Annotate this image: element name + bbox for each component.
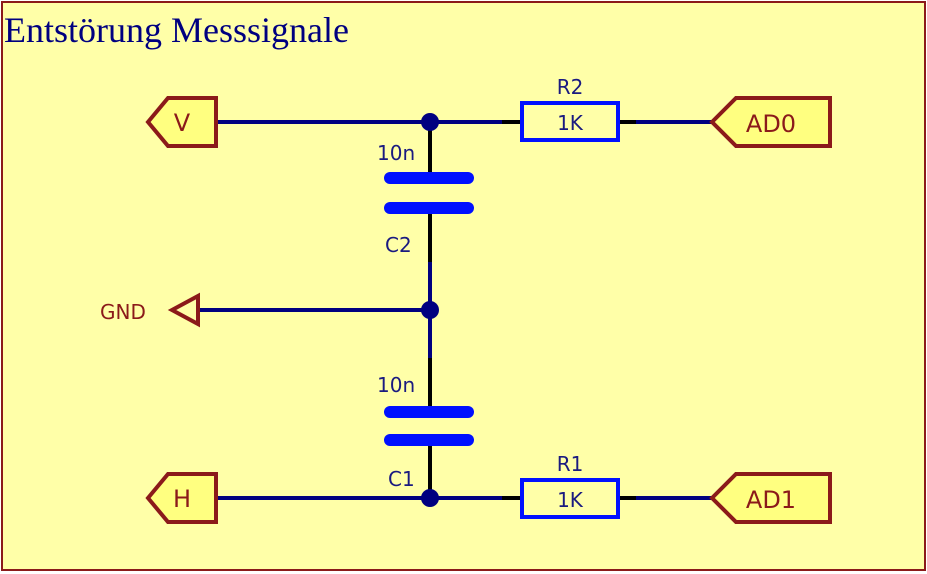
c1-designator: C1: [388, 467, 415, 491]
r1-body: [520, 478, 620, 519]
port-v[interactable]: V: [145, 96, 218, 148]
r2-body: [520, 101, 620, 142]
gnd-port[interactable]: GND: [100, 292, 200, 328]
c2-designator: C2: [385, 233, 412, 257]
junction-middle: [421, 301, 439, 319]
resistor-r2[interactable]: 1K R2: [520, 75, 620, 142]
junction-top: [421, 113, 439, 131]
port-v-label: V: [174, 109, 191, 137]
port-h-shape: [145, 472, 218, 524]
r1-value: 1K: [557, 488, 584, 512]
capacitor-c1[interactable]: 10n C1: [377, 373, 474, 491]
c2-value: 10n: [377, 141, 415, 165]
junction-bottom: [421, 489, 439, 507]
port-ad1-shape: [709, 472, 832, 524]
sheet-title: Entstörung Messsignale: [4, 10, 349, 50]
port-ad0[interactable]: AD0: [709, 96, 832, 148]
port-h-label: H: [173, 485, 191, 513]
port-h[interactable]: H: [145, 472, 218, 524]
pin-stubs: [428, 120, 636, 500]
port-ad1[interactable]: AD1: [709, 472, 832, 524]
port-v-shape: [145, 96, 218, 148]
junctions: [421, 113, 439, 507]
port-ad0-shape: [709, 96, 832, 148]
capacitor-c2[interactable]: 10n C2: [377, 141, 474, 257]
r2-designator: R2: [557, 75, 584, 99]
gnd-arrow-icon: [167, 292, 200, 328]
gnd-label: GND: [100, 300, 146, 324]
port-ad1-label: AD1: [746, 486, 796, 514]
port-ad0-label: AD0: [746, 110, 796, 138]
c1-value: 10n: [377, 373, 415, 397]
r1-designator: R1: [557, 452, 584, 476]
r2-value: 1K: [557, 111, 584, 135]
resistor-r1[interactable]: 1K R1: [520, 452, 620, 519]
